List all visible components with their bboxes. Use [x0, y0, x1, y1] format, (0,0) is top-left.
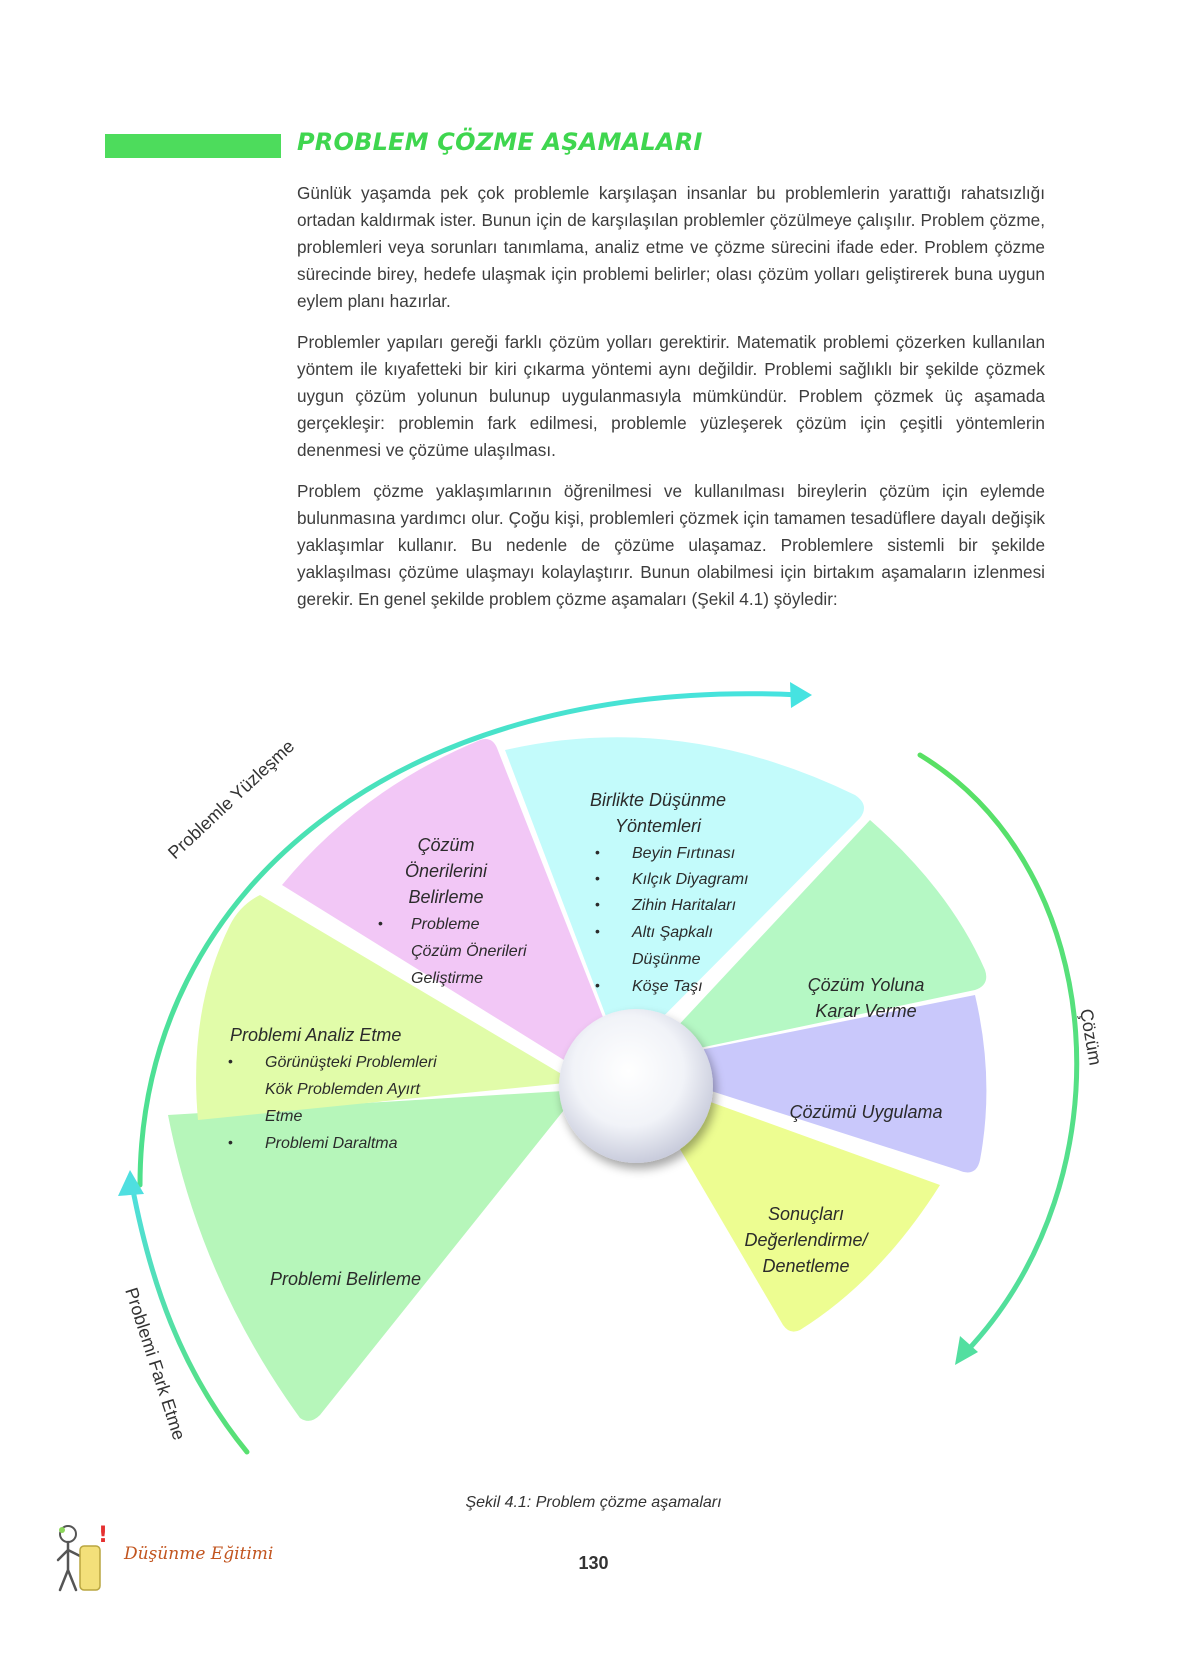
bullet: •	[378, 915, 383, 931]
bullet: •	[595, 923, 600, 939]
segment-title: Belirleme	[408, 887, 483, 907]
segment-birlikte-dusunme	[505, 737, 864, 1045]
section-title: PROBLEM ÇÖZME AŞAMALARI	[297, 128, 703, 156]
problem-solving-diagram: Problemle Yüzleşme Çözüm Problemi Fark E…	[118, 682, 1106, 1455]
segment-title: Problemi Belirleme	[270, 1269, 421, 1289]
segment-title: Karar Verme	[815, 1001, 916, 1021]
segment-item: Köşe Taşı	[632, 978, 703, 995]
segment-title: Çözüm Yoluna	[808, 975, 925, 995]
thinking-person-logo-icon: !	[56, 1523, 108, 1592]
bullet: •	[228, 1134, 233, 1150]
segment-title: Sonuçları	[768, 1204, 844, 1224]
svg-text:!: !	[98, 1523, 108, 1548]
segment-item: Geliştirme	[411, 970, 483, 987]
segment-cozum-onerileri	[282, 739, 612, 1070]
body-text: Günlük yaşamda pek çok problemle karşıla…	[297, 180, 1045, 627]
paragraph: Problem çözme yaklaşımlarının öğrenilmes…	[297, 481, 1045, 609]
segment-title: Çözümü Uygulama	[789, 1102, 942, 1122]
segment-item: Kılçık Diyagramı	[632, 871, 748, 888]
segment-item: Problemi Daraltma	[265, 1135, 398, 1152]
segment-problemi-analiz	[196, 895, 576, 1120]
footer-brand: Düşünme Eğitimi	[124, 1544, 274, 1564]
segment-title: Problemi Analiz Etme	[230, 1025, 401, 1045]
segment-item: Çözüm Önerileri	[411, 942, 527, 960]
paragraph: Problemler yapıları gereği farklı çözüm …	[297, 332, 1045, 460]
page-number: 130	[578, 1553, 609, 1573]
paragraph: Günlük yaşamda pek çok problemle karşıla…	[297, 183, 1045, 311]
arc-label-fark-etme: Problemi Fark Etme	[121, 1285, 189, 1442]
arc-cozum	[917, 752, 1080, 1356]
segment-cozum-yoluna-karar	[660, 820, 987, 1050]
bullet: •	[595, 870, 600, 886]
arc-label-yuzlesme: Problemle Yüzleşme	[164, 736, 298, 863]
segment-item: Probleme	[411, 916, 480, 933]
segment-cozumu-uygulama	[700, 995, 987, 1173]
segment-title: Çözüm	[417, 835, 474, 855]
segment-sonuclari-degerlendirme	[660, 1100, 940, 1332]
segment-title: Yöntemleri	[615, 816, 702, 836]
segment-title: Değerlendirme/	[744, 1230, 869, 1250]
segment-problemi-belirleme	[168, 1090, 580, 1421]
segment-item: Beyin Fırtınası	[632, 845, 735, 862]
arrow-head-top	[790, 682, 812, 708]
bullet: •	[228, 1053, 233, 1069]
bullet: •	[595, 896, 600, 912]
segment-item: Altı Şapkalı	[631, 924, 713, 941]
segment-item: Kök Problemden Ayırt	[265, 1081, 420, 1098]
segment-title: Birlikte Düşünme	[590, 790, 726, 810]
segment-item: Görünüşteki Problemleri	[265, 1054, 437, 1071]
arrow-head-left	[118, 1170, 144, 1196]
arc-fark-etme	[129, 1182, 250, 1455]
segment-title: Önerilerini	[405, 861, 488, 881]
figure-caption: Şekil 4.1: Problem çözme aşamaları	[465, 1494, 722, 1511]
segment-item: Düşünme	[632, 951, 701, 968]
arc-label-cozum: Çözüm	[1076, 1007, 1106, 1067]
arc-yuzlesme	[137, 691, 803, 1188]
title-accent-bar	[105, 134, 281, 158]
segment-item: Zihin Haritaları	[631, 897, 736, 914]
segment-item: Etme	[265, 1108, 302, 1125]
center-sphere	[559, 1009, 713, 1163]
bullet: •	[595, 844, 600, 860]
arrow-head-right	[955, 1336, 978, 1365]
bullet: •	[595, 977, 600, 993]
segment-title: Denetleme	[762, 1256, 849, 1276]
